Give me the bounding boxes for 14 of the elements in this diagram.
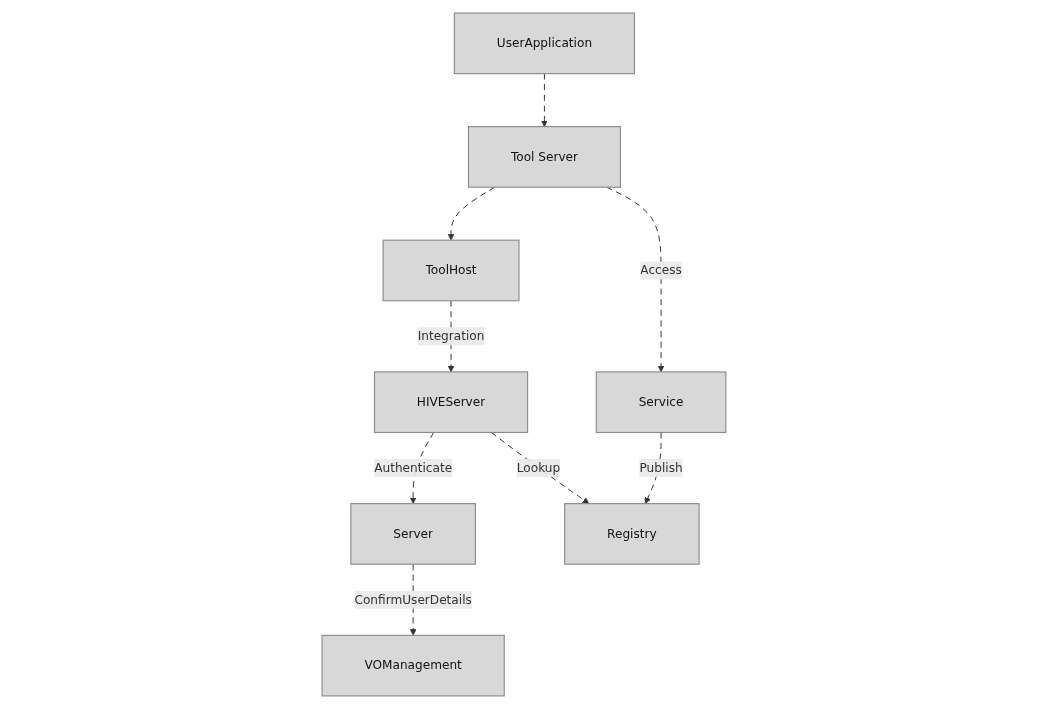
edge-label: Integration [417,328,484,344]
node-box: Server [349,503,476,565]
edge-label: ConfirmUserDetails [354,592,472,607]
edge-label: Lookup [516,460,560,475]
node-box: HIVEServer [373,371,528,434]
edge-label: Authenticate [373,460,452,475]
node-box: Registry [563,503,700,565]
node-box: VOManagement [321,634,505,697]
edge-label: Access [639,262,682,278]
node-box: Service [595,371,726,434]
edge-label: Publish [639,460,683,475]
node-box: UserApplication [453,12,635,75]
node-box: ToolHost [382,239,520,302]
node-box: Tool Server [467,126,621,188]
